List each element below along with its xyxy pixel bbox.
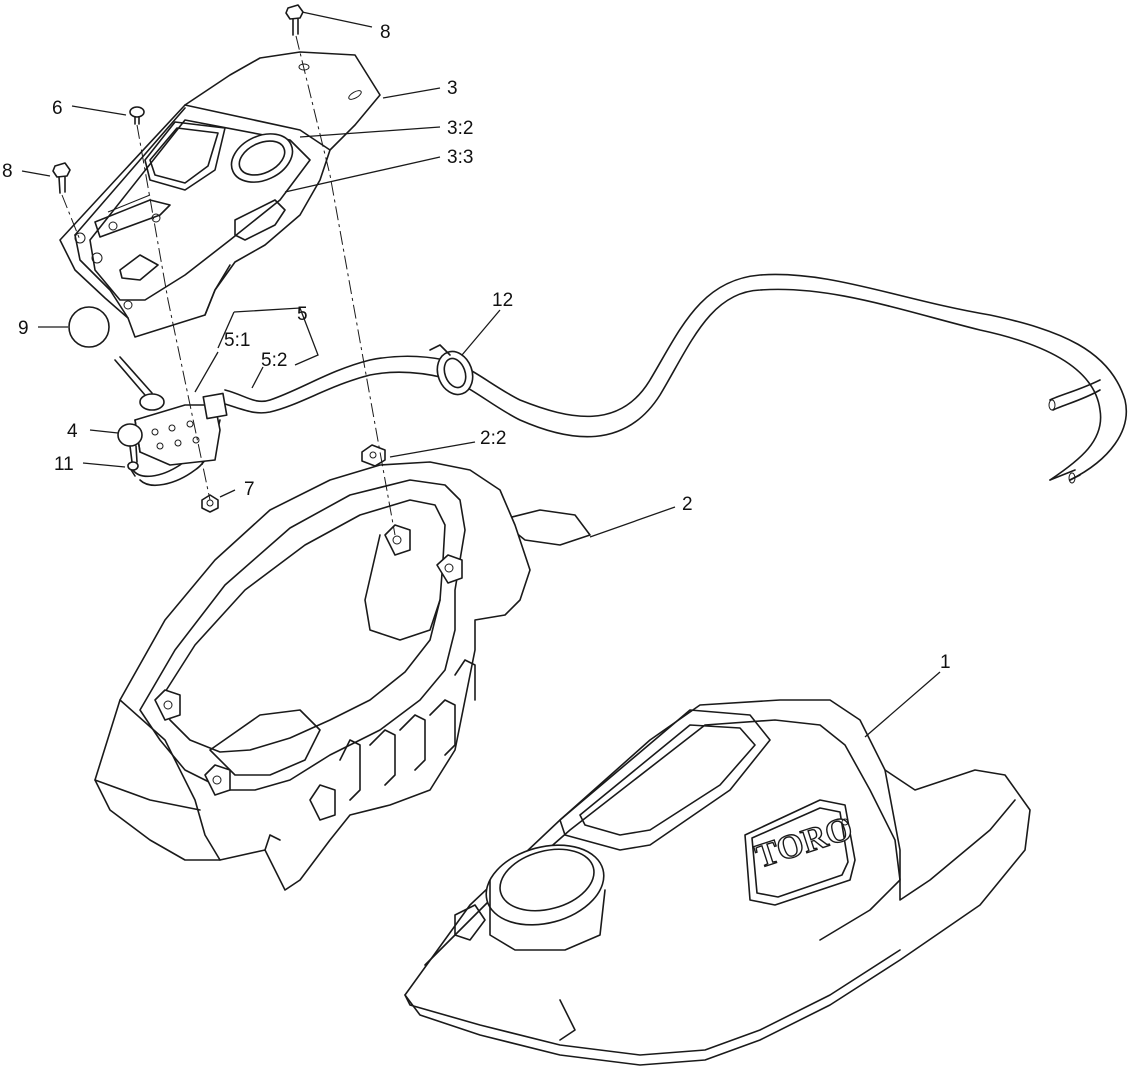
callout-4: 4	[67, 421, 78, 442]
callout-5: 5	[297, 304, 308, 325]
callout-11: 11	[54, 454, 74, 475]
callout-2-2: 2:2	[480, 428, 506, 449]
callouts: 8 3 3:2 3:3 6 8 9 5 5:1 5:2 12 4 11 2:2 …	[2, 22, 951, 673]
callout-9: 9	[18, 318, 29, 339]
leader-lines	[21, 11, 941, 738]
callout-3-2: 3:2	[447, 118, 473, 139]
part-2-lower-housing	[94, 461, 591, 891]
callout-8-left: 8	[2, 161, 13, 182]
part-1-top-cover: TORO	[404, 699, 1031, 1066]
callout-7: 7	[244, 479, 255, 500]
callout-3: 3	[447, 78, 458, 99]
part-3-control-panel	[59, 51, 381, 338]
callout-8-top: 8	[380, 22, 391, 43]
callout-12: 12	[492, 290, 513, 311]
part-5-throttle-cable	[114, 273, 1127, 486]
assembly-center-lines	[61, 35, 396, 536]
callout-5-2: 5:2	[261, 350, 287, 371]
callout-5-1: 5:1	[224, 330, 250, 351]
callout-1: 1	[940, 652, 951, 673]
callout-3-3: 3:3	[447, 147, 473, 168]
callout-2: 2	[682, 494, 693, 515]
hardware	[52, 4, 386, 513]
callout-6: 6	[52, 98, 63, 119]
